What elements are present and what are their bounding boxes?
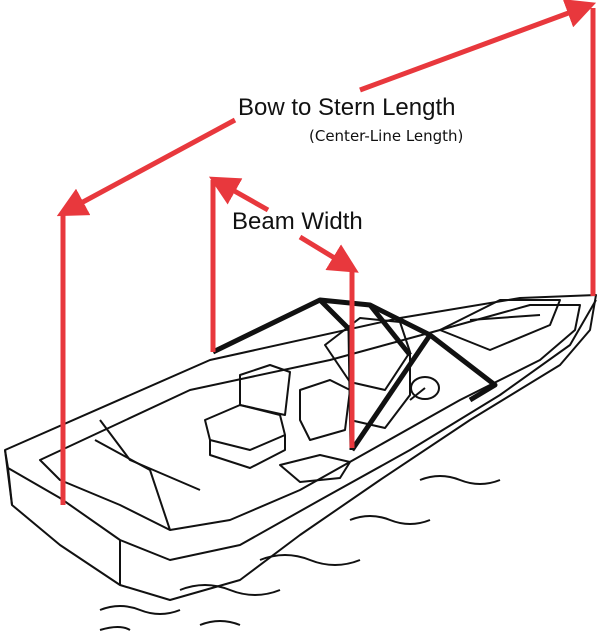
length-label: Bow to Stern Length <box>238 94 456 121</box>
length-arrow-right <box>359 0 597 93</box>
beam-arrow-left <box>208 176 270 213</box>
beam-arrow-right <box>298 234 359 273</box>
length-arrow-left <box>56 117 237 217</box>
dimension-lines <box>56 0 597 505</box>
beam-label: Beam Width <box>232 208 363 235</box>
boat-outline <box>4 294 597 631</box>
length-note-label: (Center-Line Length) <box>309 127 464 145</box>
bimini-top-frame <box>211 297 498 452</box>
